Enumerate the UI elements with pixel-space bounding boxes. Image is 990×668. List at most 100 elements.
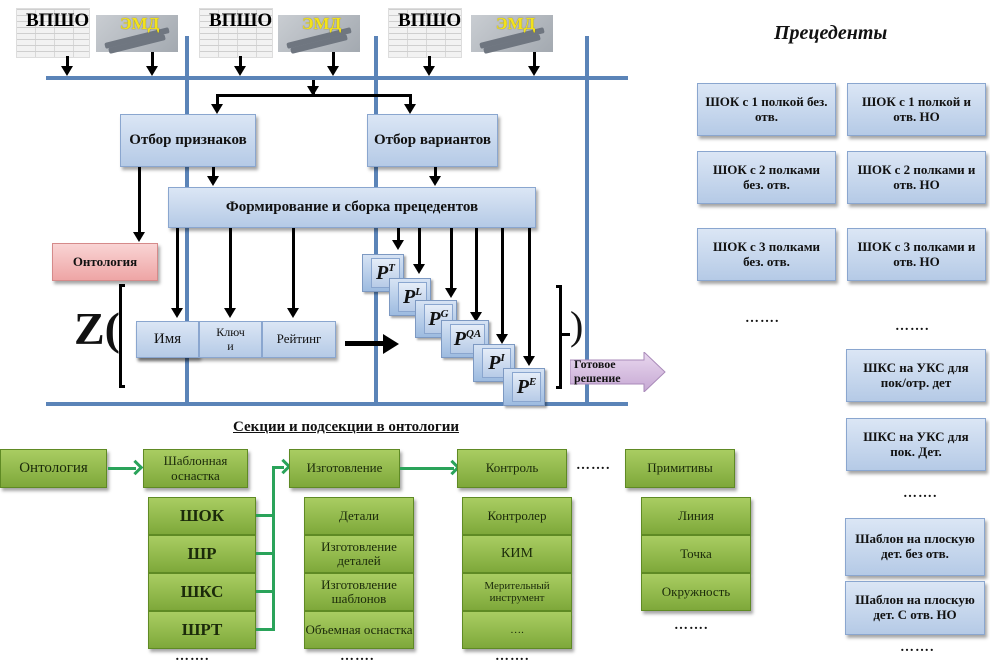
ellipsis: ……. (576, 458, 611, 473)
connector (475, 228, 478, 314)
arrow-shaft (66, 56, 69, 68)
connector (292, 228, 295, 310)
arrow-down-icon (171, 308, 183, 318)
tooling-child[interactable]: ШРТ (148, 611, 256, 649)
card-base: P (428, 307, 441, 330)
tooling-child[interactable]: ШОК (148, 497, 256, 535)
card-base: P (488, 351, 501, 374)
tooling-child[interactable]: ШР (148, 535, 256, 573)
precedent-item-label: ШКС на УКС для пок/отр. дет (863, 359, 969, 390)
connector (216, 94, 412, 97)
arrow-down-icon (61, 66, 73, 76)
arrow-down-icon (146, 66, 158, 76)
node-label: Изготовление (306, 460, 383, 476)
precedent-item[interactable]: ШОК с 2 полками и отв. НО (847, 151, 986, 204)
primitives-child[interactable]: Окружность (641, 573, 751, 611)
node-label: …. (510, 623, 524, 636)
arrow-shaft (332, 52, 335, 68)
primitives-node[interactable]: Примитивы (625, 449, 735, 488)
vpsho-label: ВПШО (26, 10, 90, 31)
arrow-shaft (151, 52, 154, 68)
manufacturing-node[interactable]: Изготовление (289, 449, 400, 488)
precedent-item[interactable]: ШКС на УКС для пок/отр. дет (846, 349, 986, 402)
card-base: P (516, 375, 529, 398)
precedent-item-label: ШОК с 3 полками без. отв. (712, 238, 821, 269)
precedent-item-label: ШОК с 3 полками и отв. НО (857, 238, 976, 269)
manufacturing-child[interactable]: Изготовление деталей (304, 535, 414, 573)
arrow-shaft (428, 56, 431, 68)
control-child[interactable]: Контролер (462, 497, 572, 535)
precedents-title: Прецеденты (774, 22, 888, 44)
node-label: Детали (339, 507, 379, 523)
arrow-down-icon (234, 66, 246, 76)
precedent-item-label: Шаблон на плоскую дет. С отв. НО (855, 592, 975, 622)
precedent-item[interactable]: Шаблон на плоскую дет. без отв. (845, 518, 985, 576)
connector (400, 467, 454, 470)
connector (256, 552, 274, 555)
field-rating-label: Рейтинг (276, 331, 322, 347)
manufacturing-child[interactable]: Изготовление шаблонов (304, 573, 414, 611)
precedent-item[interactable]: ШКС на УКС для пок. Дет. (846, 418, 986, 471)
node-label: ШКС (180, 581, 224, 601)
control-child[interactable]: …. (462, 611, 572, 649)
ontology-root-node[interactable]: Онтология (0, 449, 107, 488)
control-child[interactable]: Мерительный инструмент (462, 573, 572, 611)
connector (176, 228, 179, 310)
control-child[interactable]: КИМ (462, 535, 572, 573)
vpsho-drawing-image (16, 8, 90, 58)
arrow-right-icon (383, 334, 399, 354)
control-node[interactable]: Контроль (457, 449, 567, 488)
node-label: ШР (187, 543, 217, 563)
connector (397, 228, 400, 242)
card-base: P (376, 261, 389, 284)
variant-selection-label: Отбор вариантов (373, 131, 492, 148)
precedent-item-label: Шаблон на плоскую дет. без отв. (855, 531, 975, 561)
feature-selection-box: Отбор признаков (120, 114, 256, 167)
primitives-child[interactable]: Линия (641, 497, 751, 535)
arrow-down-icon (413, 264, 425, 274)
ellipsis: ……. (745, 311, 780, 326)
primitives-child[interactable]: Точка (641, 535, 751, 573)
node-label: Изготовление шаблонов (321, 576, 397, 606)
precedent-item[interactable]: ШОК с 1 полкой без. отв. (697, 83, 836, 136)
card-superscript: G (440, 308, 449, 320)
arrow-right-icon (127, 459, 144, 476)
ellipsis: ……. (674, 618, 709, 633)
ellipsis: ……. (895, 319, 930, 334)
node-label: Окружность (661, 583, 731, 599)
node-label: Объемная оснастка (305, 621, 413, 637)
card-superscript: E (528, 376, 537, 388)
emd-model-image (471, 15, 553, 54)
tooling-node[interactable]: Шаблонная оснастка (143, 449, 248, 488)
feature-selection-label: Отбор признаков (129, 131, 247, 148)
precedent-item[interactable]: ШОК с 1 полкой и отв. НО (847, 83, 986, 136)
emd-model-image (96, 15, 178, 54)
field-keys: Ключ и (199, 321, 262, 358)
arrow-shaft (239, 56, 242, 68)
connector (272, 466, 275, 631)
precedent-item[interactable]: Шаблон на плоскую дет. С отв. НО (845, 581, 985, 635)
ellipsis: ……. (903, 486, 938, 501)
field-name-label: Имя (153, 330, 182, 347)
tooling-child[interactable]: ШКС (148, 573, 256, 611)
arrow-down-icon (327, 66, 339, 76)
node-label: ШОК (179, 505, 225, 525)
card-superscript: T (388, 262, 395, 274)
emd-model-image (278, 15, 360, 54)
vpsho-label: ВПШО (209, 10, 273, 31)
precedent-item[interactable]: ШОК с 3 полками и отв. НО (847, 228, 986, 281)
manufacturing-child[interactable]: Объемная оснастка (304, 611, 414, 649)
precedent-item[interactable]: ШОК с 2 полками без. отв. (697, 151, 836, 204)
precedent-item[interactable]: ШОК с 3 полками без. отв. (697, 228, 836, 281)
arrow-down-icon (404, 104, 416, 114)
ellipsis: ……. (175, 649, 210, 664)
node-label: Мерительный инструмент (484, 579, 550, 604)
arrow-shaft (533, 52, 536, 68)
connector (256, 590, 274, 593)
left-bracket (119, 284, 125, 388)
connector (216, 94, 219, 106)
transform-arrow-shaft (345, 341, 385, 346)
manufacturing-child[interactable]: Детали (304, 497, 414, 535)
